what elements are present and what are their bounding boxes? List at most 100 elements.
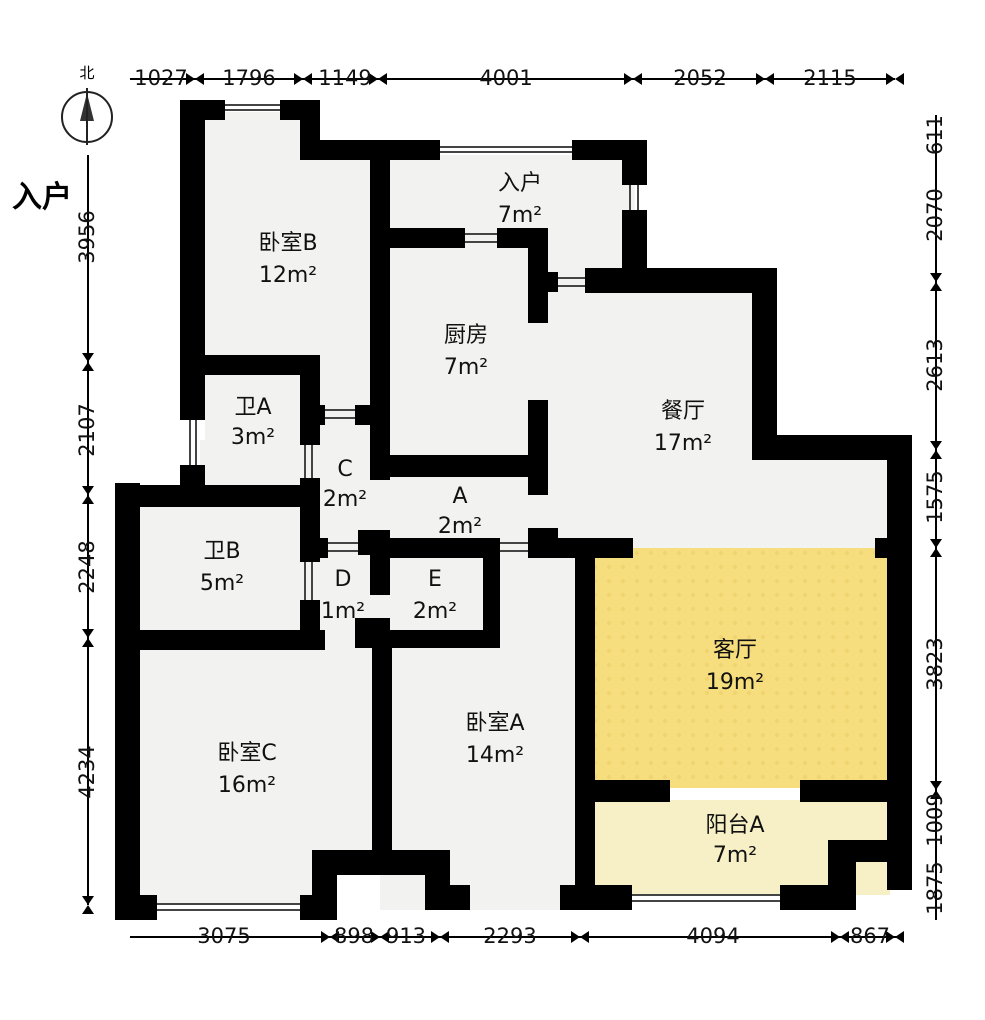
room-name: 卧室C xyxy=(217,741,276,766)
dimension-arrow xyxy=(431,931,440,943)
room-balcony-a[interactable]: 阳台A 7m² xyxy=(705,813,764,868)
room-bath-b[interactable]: 卫B 5m² xyxy=(200,539,244,596)
room-name: 客厅 xyxy=(713,638,757,663)
dimension-arrow xyxy=(756,73,765,85)
dimension-arrow xyxy=(303,73,312,85)
room-bedroom-a[interactable]: 卧室A 14m² xyxy=(465,711,524,768)
room-living[interactable]: 客厅 19m² xyxy=(706,638,764,695)
dimension-arrow xyxy=(82,495,94,504)
room-name: A xyxy=(452,484,467,509)
dimension-arrow xyxy=(624,73,633,85)
dim-right-label: 2070 xyxy=(923,188,947,241)
dim-top-label: 2052 xyxy=(673,66,726,90)
living-room-floor xyxy=(595,548,890,788)
room-name: 厨房 xyxy=(444,323,488,348)
dim-right-label: 3823 xyxy=(923,637,947,690)
room-area: 3m² xyxy=(231,425,275,450)
dim-bottom-label: 3075 xyxy=(197,924,250,948)
dim-right-label: 2613 xyxy=(923,338,947,391)
dimensions-top: 1027 1796 1149 4001 2052 2115 xyxy=(134,66,856,90)
dim-bottom-label: 867 xyxy=(850,924,890,948)
dimension-arrow xyxy=(930,273,942,282)
room-area: 7m² xyxy=(444,355,488,380)
room-labels: 卧室B 12m² 入户 7m² 厨房 7m² 餐厅 17m² 卫A 3m² C … xyxy=(200,171,765,868)
dimensions-right: 611 2070 2613 1575 3823 1009 1875 xyxy=(923,115,947,915)
dimension-arrow xyxy=(895,73,904,85)
dimension-arrow xyxy=(886,73,895,85)
dimension-arrow xyxy=(82,638,94,647)
dimension-marks xyxy=(82,73,942,943)
dimensions-left: 3956 2107 2248 4234 xyxy=(75,210,99,798)
dimension-arrow xyxy=(886,931,895,943)
room-area: 7m² xyxy=(498,203,542,228)
dim-left-label: 2107 xyxy=(75,403,99,456)
dim-top-label: 1796 xyxy=(222,66,275,90)
room-area: 19m² xyxy=(706,670,764,695)
dimension-arrow xyxy=(195,73,204,85)
dim-left-label: 2248 xyxy=(75,540,99,593)
dimension-arrow xyxy=(82,362,94,371)
dimension-arrow xyxy=(930,781,942,790)
dim-right-label: 1575 xyxy=(923,470,947,523)
dimension-arrow xyxy=(321,931,330,943)
dim-bottom-label: 898 xyxy=(334,924,374,948)
room-hall-d[interactable]: D 1m² xyxy=(321,567,365,624)
room-area: 12m² xyxy=(259,263,317,288)
room-area: 1m² xyxy=(321,599,365,624)
dimension-arrow xyxy=(294,73,303,85)
room-area: 2m² xyxy=(413,599,457,624)
dim-right-label: 1875 xyxy=(923,861,947,914)
dimension-arrow xyxy=(380,931,389,943)
dimension-arrow xyxy=(378,73,387,85)
dim-left-label: 4234 xyxy=(75,745,99,798)
room-kitchen[interactable]: 厨房 7m² xyxy=(444,323,488,380)
dim-top-label: 4001 xyxy=(479,66,532,90)
dimension-arrow xyxy=(571,931,580,943)
room-name: D xyxy=(335,567,352,592)
room-name: 阳台A xyxy=(705,813,764,838)
room-area: 5m² xyxy=(200,571,244,596)
dim-right-label: 611 xyxy=(923,115,947,155)
dim-left-label: 3956 xyxy=(75,210,99,263)
dimension-arrow xyxy=(369,73,378,85)
dimension-arrow xyxy=(930,548,942,557)
room-bath-a[interactable]: 卫A 3m² xyxy=(231,395,275,450)
room-name: 卫A xyxy=(234,395,271,420)
room-name: 餐厅 xyxy=(661,399,705,424)
room-entry[interactable]: 入户 7m² xyxy=(498,171,542,228)
dimension-arrow xyxy=(930,441,942,450)
room-hall-e[interactable]: E 2m² xyxy=(413,567,457,624)
entrance-label: 入户 xyxy=(12,180,72,215)
dimension-arrow xyxy=(895,931,904,943)
dim-top-label: 1027 xyxy=(134,66,187,90)
room-bedroom-c[interactable]: 卧室C 16m² xyxy=(217,741,276,798)
dim-top-label: 2115 xyxy=(803,66,856,90)
dimension-arrow xyxy=(186,73,195,85)
room-area: 7m² xyxy=(713,843,757,868)
room-name: 入户 xyxy=(498,171,542,196)
dimension-arrow xyxy=(82,629,94,638)
dimension-arrow xyxy=(82,896,94,905)
dimension-arrow xyxy=(930,790,942,799)
room-hall-a[interactable]: A 2m² xyxy=(438,484,482,539)
room-hall-c[interactable]: C 2m² xyxy=(323,457,367,512)
room-dining[interactable]: 餐厅 17m² xyxy=(654,399,712,456)
dimension-arrow xyxy=(930,282,942,291)
dim-top-label: 1149 xyxy=(318,66,371,90)
dimension-arrow xyxy=(633,73,642,85)
dimension-arrow xyxy=(765,73,774,85)
compass-label: 北 xyxy=(79,64,94,82)
dimension-arrow xyxy=(330,931,339,943)
dimension-arrow xyxy=(82,905,94,914)
floor-areas xyxy=(140,112,895,910)
dimension-arrow xyxy=(82,486,94,495)
dim-bottom-label: 4094 xyxy=(686,924,739,948)
room-area: 16m² xyxy=(218,773,276,798)
north-arrow-icon: 北 xyxy=(61,64,113,145)
walls xyxy=(115,100,912,920)
room-area: 2m² xyxy=(323,487,367,512)
dim-right-label: 1009 xyxy=(923,793,947,846)
room-area: 17m² xyxy=(654,431,712,456)
room-bedroom-b[interactable]: 卧室B 12m² xyxy=(258,231,317,288)
